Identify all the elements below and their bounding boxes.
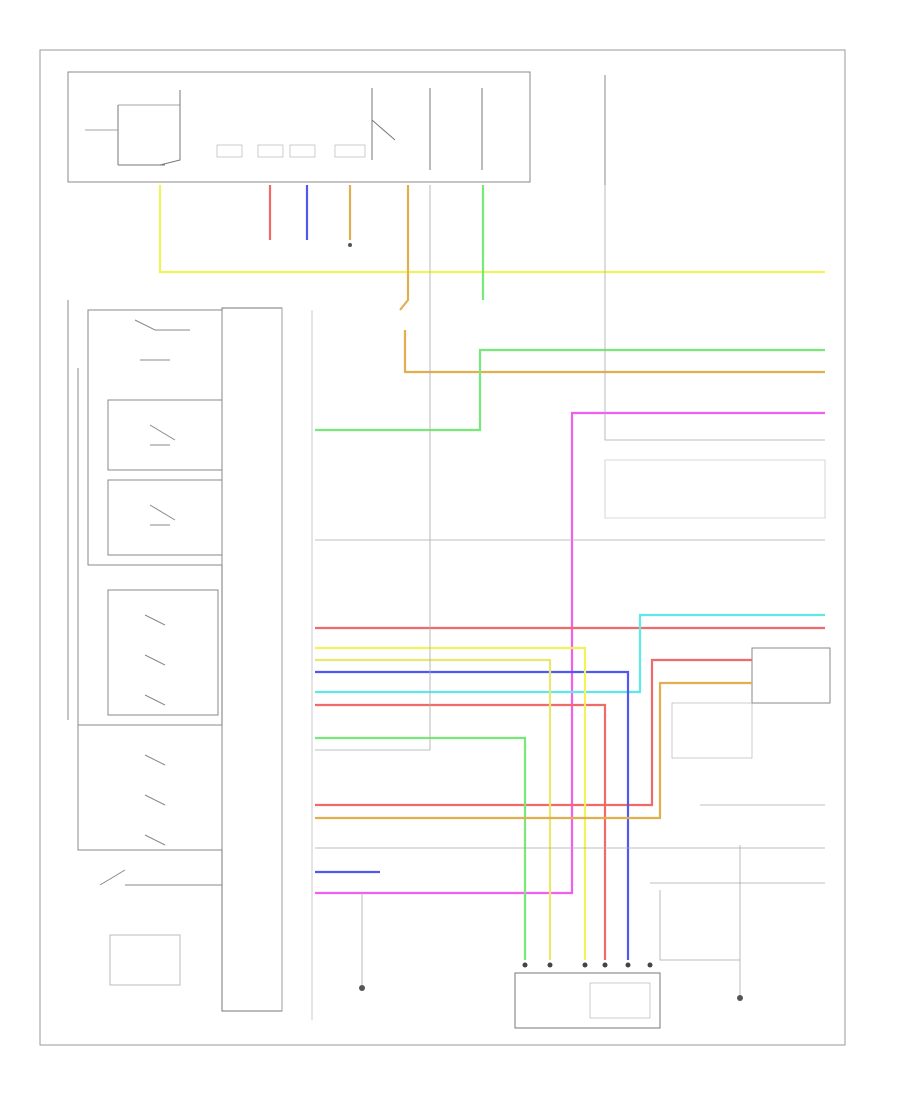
control-unit (221, 307, 283, 1012)
wire-blue (315, 670, 630, 960)
wire-yellow-top (158, 185, 825, 274)
wire-magenta (315, 411, 825, 895)
wire-red-3 (315, 658, 752, 807)
diagram-frame (39, 49, 846, 1046)
wire-red-2 (315, 703, 607, 960)
connector-pins (522, 962, 653, 968)
ground-top-center (348, 243, 352, 247)
bottom-connector (514, 972, 661, 1029)
wires (158, 185, 825, 960)
ground-center-bottom (359, 985, 365, 991)
cruise-switch-assembly (67, 300, 223, 851)
wire-lime (315, 658, 552, 960)
wire-yellow-2 (315, 646, 587, 960)
wire-orange-2 (315, 681, 752, 820)
top-fuse-relay-box (67, 71, 531, 183)
grounds (348, 243, 743, 1001)
thin-wires (315, 185, 826, 995)
wire-orange (399, 185, 825, 374)
wire-green (315, 348, 825, 432)
bottom-left-switch (99, 869, 222, 986)
ground-right-bottom (737, 995, 743, 1001)
right-module (671, 647, 831, 759)
wire-green-2 (315, 736, 527, 960)
wire-cyan (315, 613, 825, 694)
